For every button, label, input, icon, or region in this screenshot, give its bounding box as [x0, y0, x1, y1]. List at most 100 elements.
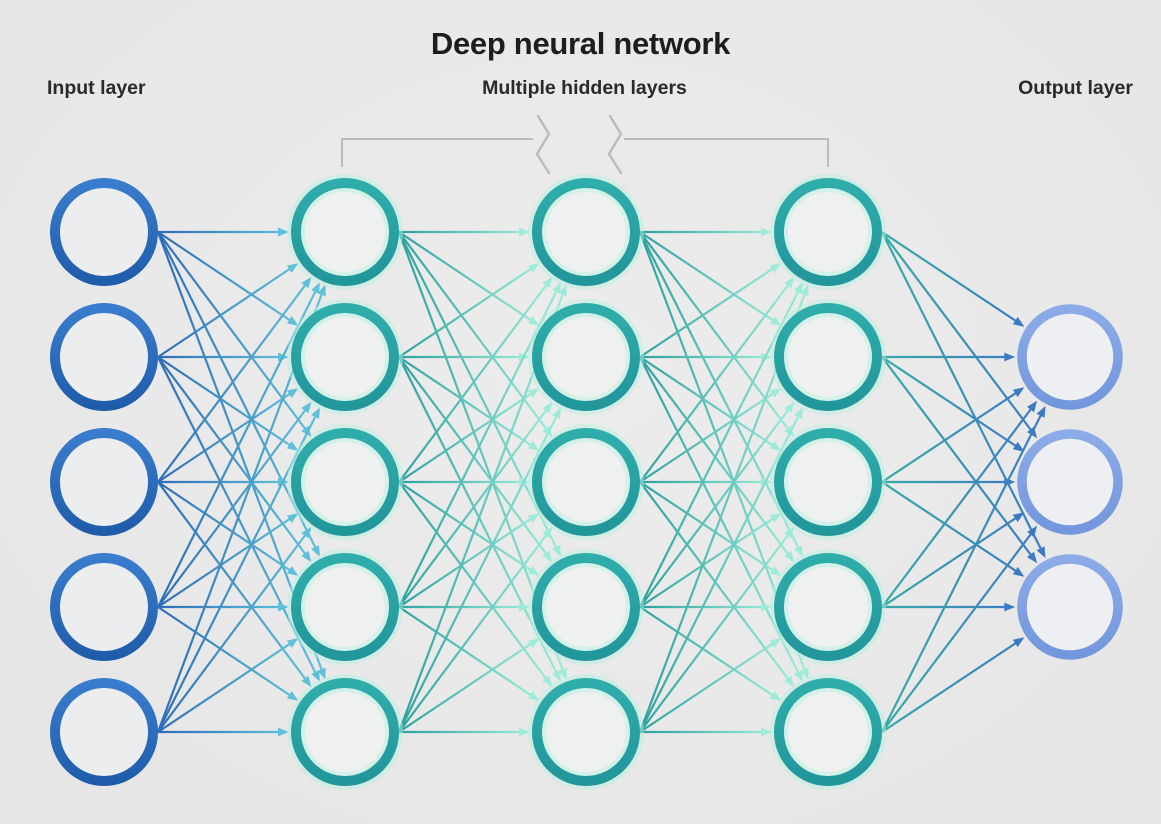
page-title: Deep neural network	[430, 26, 731, 61]
input-layer-node	[50, 178, 158, 286]
arrowhead-icon	[311, 670, 320, 682]
arrowhead-icon	[542, 276, 553, 289]
arrowhead-icon	[1012, 316, 1025, 327]
connection-edge	[398, 391, 535, 483]
arrowhead-icon	[278, 727, 289, 737]
output-layer-node	[1017, 429, 1123, 535]
connection-edge	[639, 406, 791, 608]
arrowhead-icon	[311, 545, 320, 557]
connection-edge	[881, 530, 1034, 733]
input-layer-node	[50, 303, 158, 411]
arrowhead-icon	[1012, 566, 1025, 577]
arrowhead-icon	[558, 284, 567, 297]
output-layer-node	[1017, 554, 1123, 660]
arrowhead-icon	[1012, 387, 1025, 398]
arrowhead-icon	[769, 513, 782, 523]
connection-edge	[881, 515, 1020, 608]
arrowhead-icon	[1004, 352, 1016, 362]
arrowhead-icon	[301, 550, 312, 563]
arrowhead-icon	[769, 263, 782, 273]
input-layer-node	[50, 678, 158, 786]
connection-edge	[881, 390, 1020, 483]
hidden-layer-1-node	[287, 424, 403, 540]
connection-edge	[639, 606, 777, 699]
connection-edge	[639, 515, 777, 608]
break-mark-icon	[607, 114, 623, 175]
arrowhead-icon	[286, 263, 299, 273]
arrowhead-icon	[519, 727, 530, 737]
connection-edge	[157, 281, 309, 483]
arrowhead-icon	[769, 691, 782, 701]
connection-edge	[881, 411, 1044, 733]
arrowhead-icon	[286, 513, 299, 523]
connection-edge	[881, 231, 1044, 553]
arrowhead-icon	[794, 545, 803, 557]
connection-edge	[639, 481, 777, 574]
connection-edge	[881, 481, 1020, 574]
arrowhead-icon	[542, 550, 553, 563]
hidden-layer-2-node	[528, 674, 644, 790]
connection-edge	[398, 281, 550, 483]
connection-edge	[398, 481, 535, 573]
connection-edge	[639, 356, 777, 449]
input-layer-node	[50, 553, 158, 661]
arrowhead-icon	[519, 227, 530, 237]
connection-edge	[398, 231, 535, 323]
arrowhead-icon	[794, 282, 803, 294]
input-layer-label: Input layer	[47, 77, 146, 99]
arrowhead-icon	[301, 276, 312, 289]
arrowhead-icon	[1027, 551, 1038, 564]
arrowhead-icon	[784, 276, 795, 289]
hidden-layer-3-node	[770, 299, 886, 415]
hidden-layers-label: Multiple hidden layers	[482, 77, 687, 99]
arrowhead-icon	[317, 667, 326, 680]
arrowhead-icon	[761, 602, 772, 612]
arrowhead-icon	[311, 282, 320, 294]
connection-edge	[639, 265, 777, 358]
connection-edge	[157, 641, 294, 733]
arrowhead-icon	[317, 284, 326, 297]
hidden-layer-2-node	[528, 424, 644, 540]
arrowhead-icon	[1027, 400, 1038, 413]
arrowhead-icon	[301, 401, 312, 414]
arrowhead-icon	[286, 388, 299, 398]
connection-edge	[881, 356, 1020, 449]
connection-edge	[157, 391, 294, 483]
arrowhead-icon	[800, 667, 809, 680]
hidden-layer-1-node	[287, 674, 403, 790]
arrowhead-icon	[1036, 405, 1046, 418]
arrowhead-icon	[1027, 525, 1038, 538]
connection-edge	[157, 356, 294, 448]
hidden-layer-3-node	[770, 674, 886, 790]
connection-edge	[881, 640, 1020, 733]
arrowhead-icon	[286, 566, 299, 576]
arrowhead-icon	[286, 638, 299, 648]
input-layer-node	[50, 428, 158, 536]
connection-edge	[398, 406, 550, 608]
arrowhead-icon	[527, 316, 540, 326]
arrowhead-icon	[278, 227, 289, 237]
hidden-layer-3-node	[770, 174, 886, 290]
arrowhead-icon	[769, 316, 782, 326]
arrowhead-icon	[527, 566, 540, 576]
arrowhead-icon	[527, 691, 540, 701]
arrowhead-icon	[784, 550, 795, 563]
connection-edge	[157, 266, 294, 358]
connection-edge	[157, 231, 294, 323]
connection-edge	[398, 516, 535, 608]
arrowhead-icon	[1004, 602, 1016, 612]
connection-edge	[157, 406, 309, 608]
output-layer-node	[1017, 304, 1123, 410]
connection-edge	[398, 606, 535, 698]
arrowhead-icon	[769, 566, 782, 576]
connection-edge	[881, 405, 1034, 608]
arrowhead-icon	[558, 667, 567, 680]
arrowhead-icon	[286, 316, 299, 326]
arrowhead-icon	[552, 545, 561, 557]
arrowhead-icon	[794, 670, 803, 682]
arrowhead-icon	[527, 513, 540, 523]
arrowhead-icon	[1036, 546, 1046, 559]
connection-edge	[157, 481, 294, 573]
